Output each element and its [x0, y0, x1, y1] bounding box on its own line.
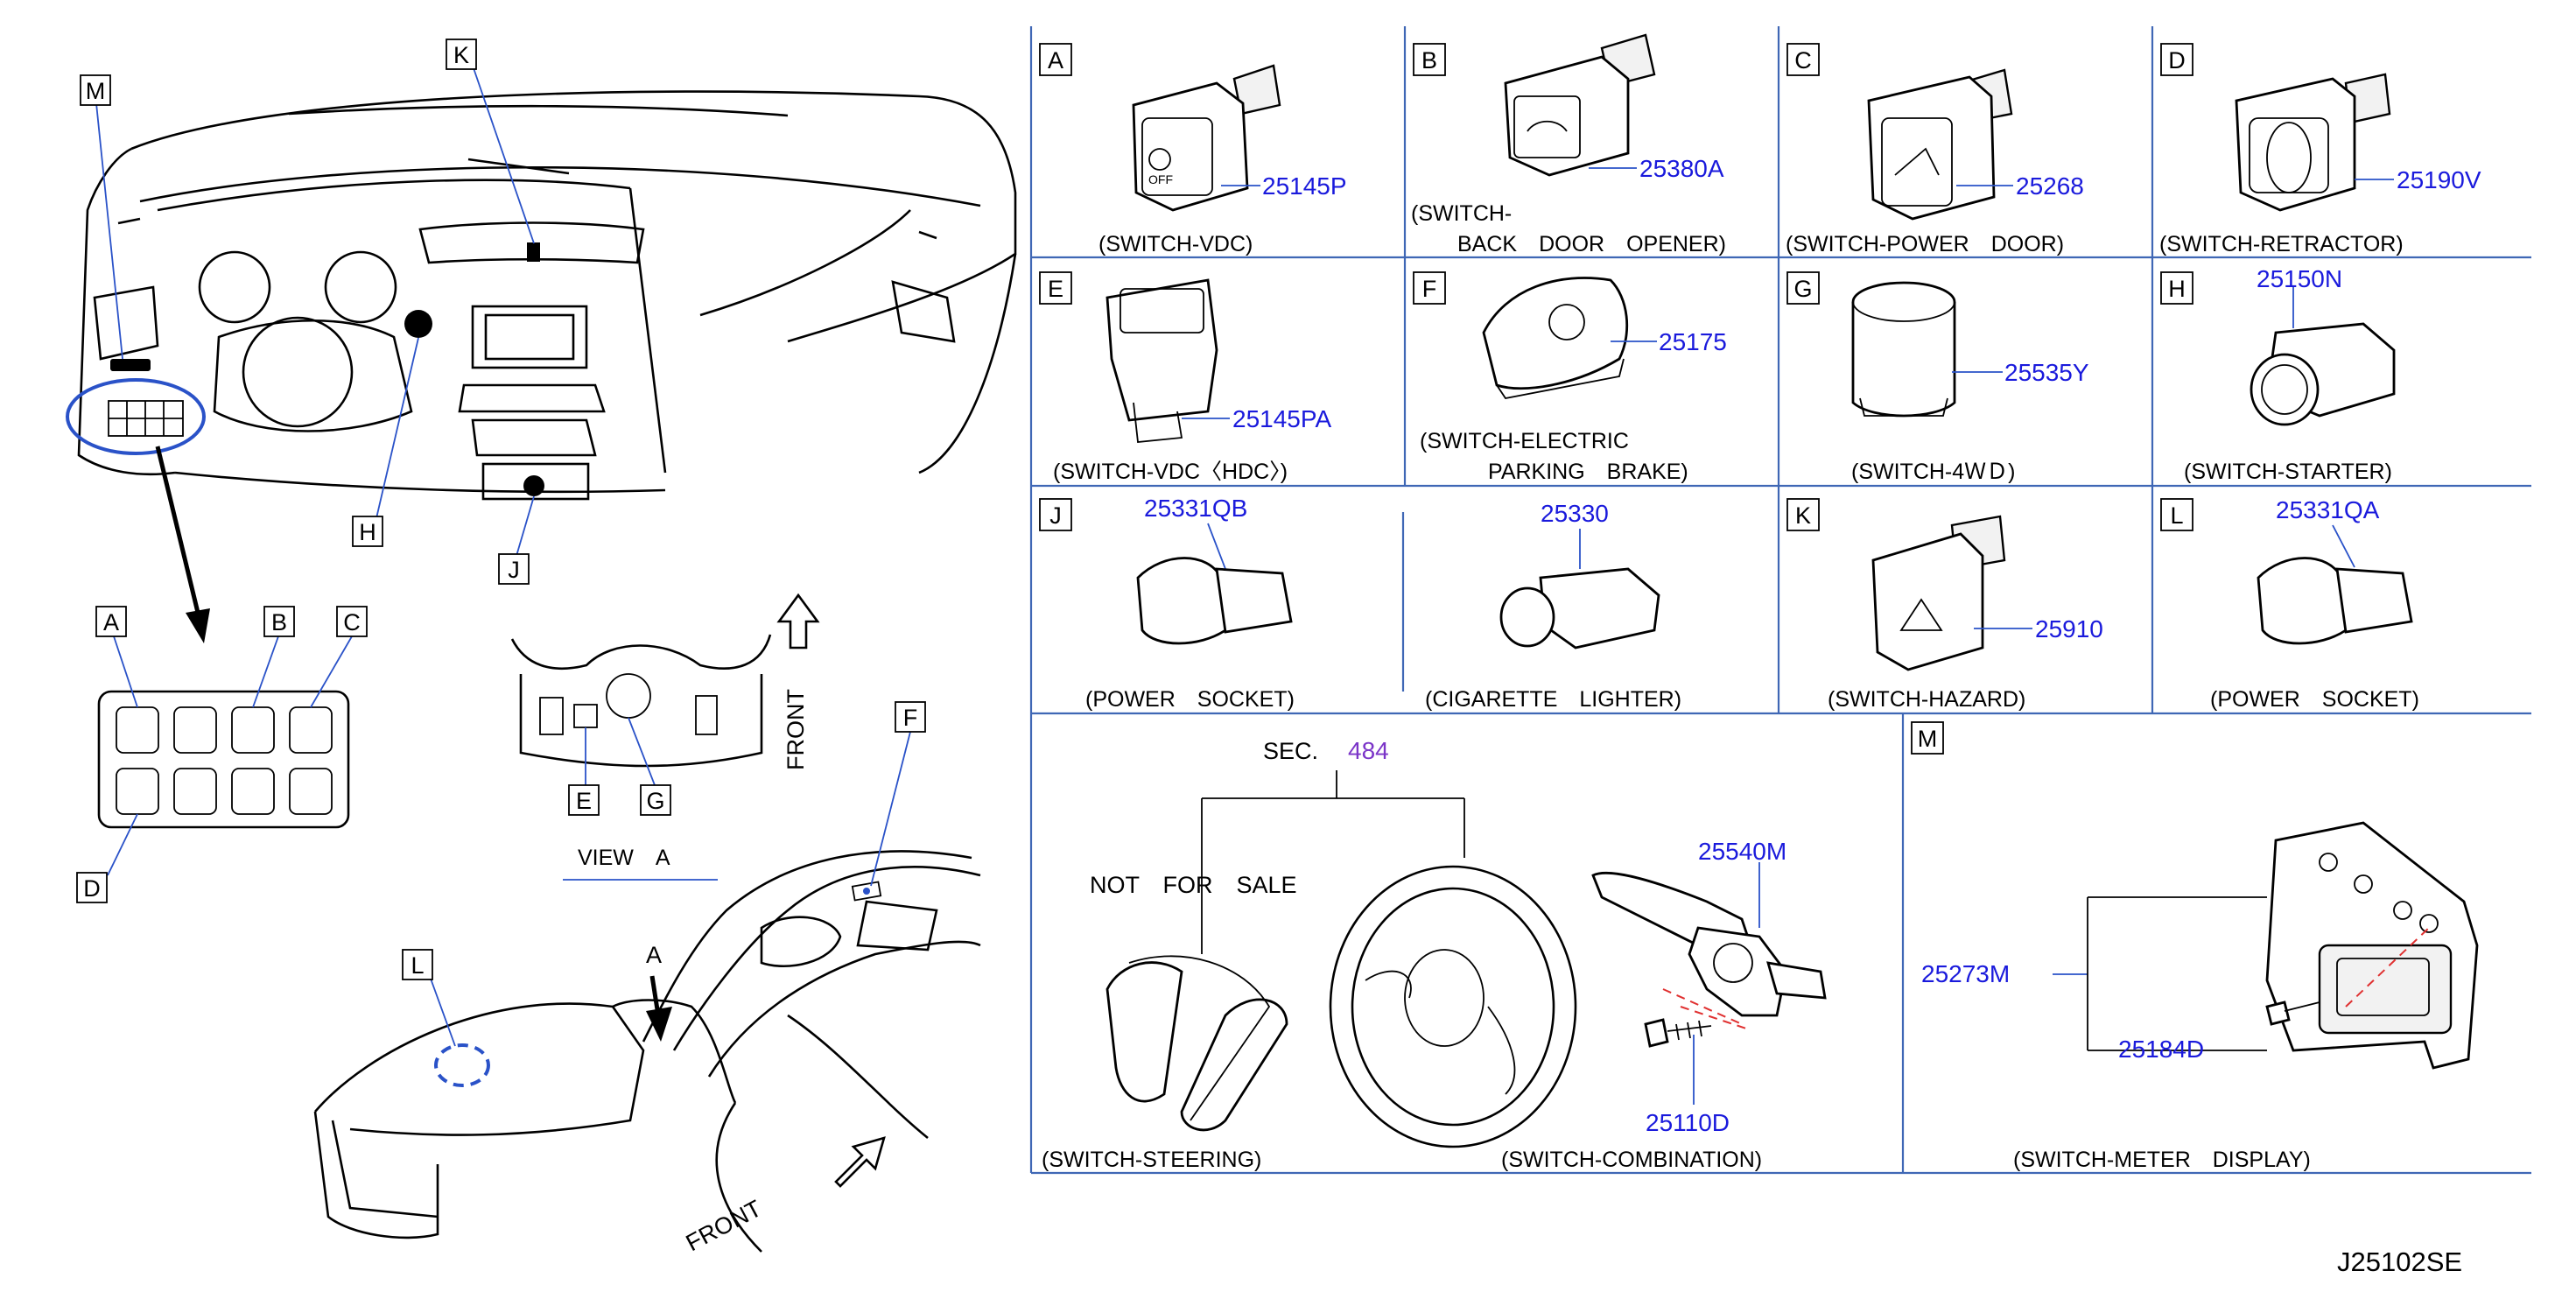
- sec-prefix: SEC.: [1263, 738, 1318, 764]
- cell-m: M 25273M 25184D (SWITCH-METER DISPLAY): [1911, 721, 2479, 1172]
- callout-e: E: [576, 788, 592, 814]
- callout-c: C: [343, 609, 361, 635]
- callout-a: A: [103, 609, 119, 635]
- cell-b: B 25380A (SWITCH- BACK DOOR OPENER): [1411, 33, 1726, 256]
- callout-j: J: [508, 557, 520, 583]
- cell-l-part-number: 25331QA: [2276, 496, 2380, 523]
- drawing-code: J25102SE: [2337, 1246, 2462, 1277]
- cell-j: J 25331QB (POWER SOCKET) 25330 (CIGARETT…: [1039, 495, 1681, 712]
- view-a-label: VIEW A: [578, 846, 670, 870]
- caption-combination: (SWITCH-COMBINATION): [1501, 1148, 1762, 1172]
- callout-f: F: [903, 705, 918, 731]
- cell-steering: SEC. 484 NOT FOR SALE (SWITCH-STEERING) …: [1042, 737, 1827, 1172]
- cell-k-caption: (SWITCH-HAZARD): [1828, 687, 2025, 712]
- cell-h: H 25150N (SWITCH-STARTER): [2160, 265, 2396, 484]
- cell-a-off-marking: OFF: [1148, 172, 1173, 186]
- cell-l: L 25331QA (POWER SOCKET): [2160, 496, 2419, 712]
- cell-j-caption-2: (CIGARETTE LIGHTER): [1425, 687, 1681, 712]
- cell-f-caption-line2: PARKING BRAKE): [1488, 460, 1688, 484]
- cell-h-part-number: 25150N: [2257, 265, 2342, 292]
- cell-m-letter: M: [1918, 726, 1938, 752]
- part-combination: 25540M: [1698, 838, 1786, 865]
- sec-number: 484: [1348, 737, 1389, 764]
- cell-d-caption: (SWITCH-RETRACTOR): [2159, 232, 2404, 256]
- cell-d-letter: D: [2168, 47, 2186, 74]
- callout-mark-m: [110, 359, 151, 371]
- callout-mark-k: [527, 242, 540, 262]
- cell-b-letter: B: [1421, 47, 1437, 74]
- cell-a-caption: (SWITCH-VDC): [1098, 232, 1253, 256]
- callout-dot-h: [404, 310, 432, 338]
- cell-k: K 25910 (SWITCH-HAZARD): [1786, 498, 2103, 712]
- cell-j-part-number-2: 25330: [1541, 500, 1609, 527]
- cell-a: A OFF 25145P (SWITCH-VDC): [1039, 43, 1347, 256]
- cell-h-letter: H: [2168, 276, 2186, 302]
- cell-f: F 25175 (SWITCH-ELECTRIC PARKING BRAKE): [1413, 271, 1727, 484]
- switch-panel-detail: A B C D: [76, 606, 368, 903]
- view-arrow-a: A: [646, 942, 662, 968]
- cell-m-part-screw: 25184D: [2118, 1036, 2204, 1063]
- callout-h: H: [359, 519, 376, 545]
- cell-e: E 25145PA (SWITCH-VDC〈HDC〉): [1039, 271, 1331, 484]
- cell-a-part-number: 25145P: [1262, 172, 1347, 200]
- cell-a-letter: A: [1048, 47, 1063, 74]
- cell-e-caption: (SWITCH-VDC〈HDC〉): [1053, 460, 1288, 484]
- part-screw-combination: 25110D: [1646, 1109, 1730, 1136]
- cell-c: C 25268 (SWITCH-POWER DOOR): [1786, 43, 2084, 256]
- cell-c-caption: (SWITCH-POWER DOOR): [1786, 232, 2064, 256]
- parts-grid: [1029, 26, 2531, 1175]
- cell-e-letter: E: [1048, 276, 1063, 302]
- cell-g-part-number: 25535Y: [2004, 359, 2089, 386]
- switch-cluster-highlight: [66, 378, 206, 455]
- callout-d: D: [83, 875, 101, 902]
- cell-j-letter: J: [1049, 502, 1062, 529]
- front-label-upper: FRONT: [783, 689, 809, 770]
- cell-c-part-number: 25268: [2016, 172, 2084, 200]
- cell-m-caption: (SWITCH-METER DISPLAY): [2013, 1148, 2311, 1172]
- cell-b-part-number: 25380A: [1639, 155, 1724, 182]
- cell-b-caption-line1: (SWITCH-: [1411, 201, 1512, 226]
- cell-g-letter: G: [1793, 276, 1812, 302]
- callout-b: B: [271, 609, 287, 635]
- cell-k-part-number: 25910: [2035, 615, 2103, 642]
- cell-b-caption-line2: BACK DOOR OPENER): [1457, 232, 1726, 256]
- cell-m-part-assy: 25273M: [1921, 960, 2010, 987]
- cell-f-part-number: 25175: [1659, 328, 1727, 355]
- callout-k: K: [453, 42, 469, 68]
- cell-h-caption: (SWITCH-STARTER): [2184, 460, 2392, 484]
- cell-d-part-number: 25190V: [2397, 166, 2481, 193]
- not-for-sale-note: NOT FOR SALE: [1090, 872, 1297, 898]
- cell-d: D 25190V (SWITCH-RETRACTOR): [2159, 43, 2481, 256]
- power-socket-l-location: [434, 1043, 490, 1087]
- caption-steering: (SWITCH-STEERING): [1042, 1148, 1261, 1172]
- dashboard-overview: M K H J: [66, 39, 1017, 643]
- cell-g: G 25535Y (SWITCH-4ＷＤ): [1786, 271, 2089, 484]
- cell-l-caption: (POWER SOCKET): [2210, 687, 2419, 712]
- cell-c-letter: C: [1794, 47, 1812, 74]
- cell-j-caption: (POWER SOCKET): [1085, 687, 1295, 712]
- callout-g: G: [646, 788, 664, 814]
- cell-f-caption-line1: (SWITCH-ELECTRIC: [1420, 429, 1629, 453]
- cell-k-letter: K: [1795, 502, 1811, 529]
- cell-f-letter: F: [1422, 276, 1437, 302]
- callout-m: M: [86, 78, 106, 104]
- view-a-detail: E G VIEW A FRONT: [510, 593, 820, 881]
- cell-l-letter: L: [2170, 502, 2183, 529]
- cell-g-caption: (SWITCH-4ＷＤ): [1851, 460, 2015, 484]
- cell-j-part-number: 25331QB: [1144, 495, 1247, 522]
- callout-dot-j: [523, 475, 544, 496]
- callout-l: L: [411, 952, 424, 979]
- front-label-lower: FRONT: [682, 1195, 766, 1256]
- cell-e-part-number: 25145PA: [1232, 405, 1331, 432]
